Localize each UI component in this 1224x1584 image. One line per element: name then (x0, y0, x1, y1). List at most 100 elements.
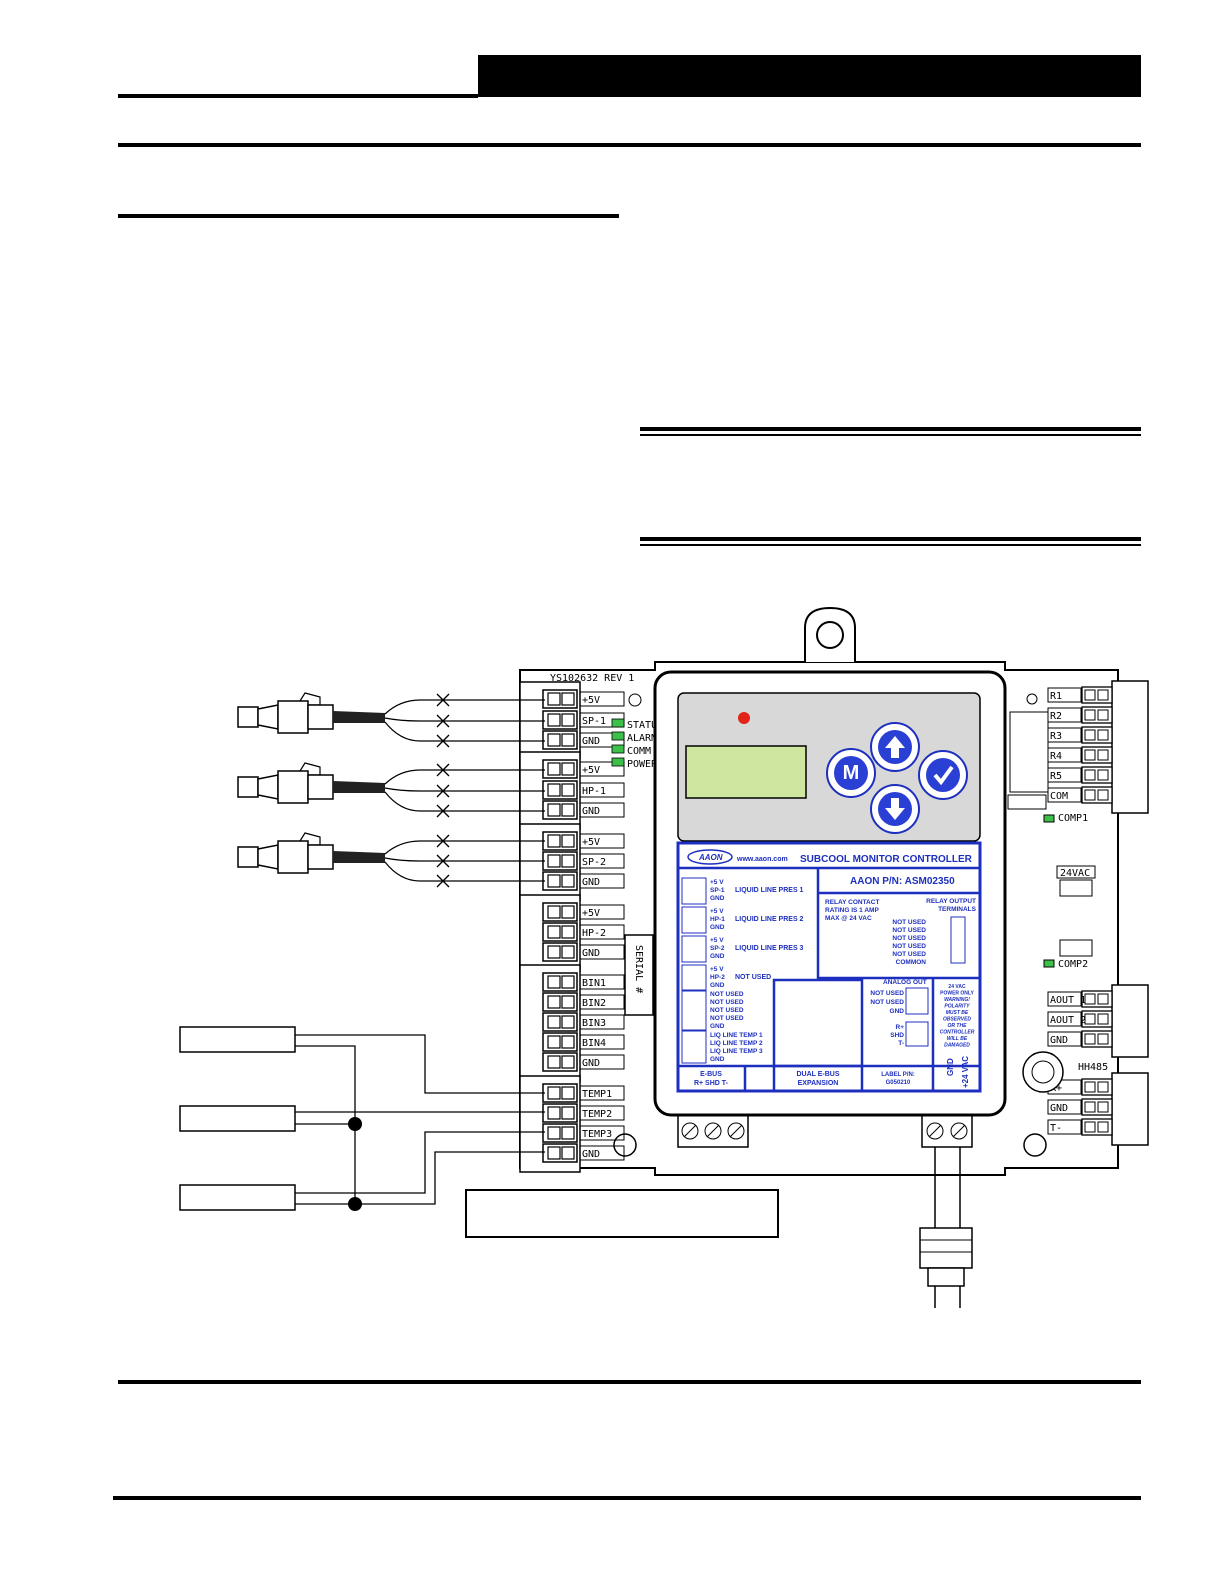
left-terminal-label: TEMP1 (582, 1089, 612, 1100)
relay-label: R2 (1050, 711, 1062, 722)
relay-label: R3 (1050, 731, 1062, 742)
input-pin-label: GND (710, 953, 725, 960)
temp-input-label: LIQ LINE TEMP 1 (710, 1032, 763, 1039)
temp-input-label: LIQ LINE TEMP 3 (710, 1048, 763, 1055)
input-pin-label: +5 V (710, 879, 724, 886)
input-pin-label: HP-2 (710, 974, 725, 981)
left-terminal-label: +5V (582, 908, 600, 919)
pressure-sensor-3 (237, 832, 545, 888)
pressure-sensors (237, 692, 545, 888)
rs485-label: T- (1050, 1123, 1062, 1134)
relay-contact-text: MAX @ 24 VAC (825, 915, 872, 922)
relay-contact-text: RATING IS 1 AMP (825, 907, 879, 914)
left-terminal-label: +5V (582, 765, 600, 776)
left-terminal-4 (542, 759, 578, 779)
note-box-bottom-rule-2 (640, 544, 1141, 546)
figure-bottom-rule (118, 1380, 1141, 1384)
temp-sensor-3 (179, 1184, 296, 1211)
controller-url: www.aaon.com (736, 856, 788, 863)
menu-button-label: M (834, 756, 868, 790)
binary-input-label: NOT USED (710, 991, 744, 998)
left-terminal-7 (542, 831, 578, 851)
relay-output-label: NOT USED (892, 943, 926, 950)
callout-box (465, 1189, 779, 1238)
left-terminal-21 (542, 1143, 578, 1163)
input-pin-label: HP-1 (710, 916, 725, 923)
led-label: COMM (627, 746, 651, 757)
power-cable (919, 1140, 973, 1308)
left-terminal-label: GND (582, 877, 600, 888)
left-terminal-label: HP-2 (582, 928, 606, 939)
relay-label: R5 (1050, 771, 1062, 782)
temp-input-label: GND (710, 1056, 725, 1063)
warning-text: WARNING! (944, 997, 970, 1003)
lcd-display (685, 745, 807, 799)
led-label: POWER (627, 759, 658, 770)
down-button[interactable] (870, 784, 920, 834)
analog-out-title: ANALOG OUT (883, 979, 927, 986)
hh485-label: HH485 (1078, 1062, 1108, 1073)
aout-label: AOUT 1 (1050, 995, 1086, 1006)
left-terminal-1 (542, 689, 578, 709)
cover-text: AAON www.aaon.com SUBCOOL MONITOR CONTROLL… (681, 853, 977, 1088)
dual-ebus-label-2: EXPANSION (798, 1080, 839, 1087)
warning-text: CONTROLLER (940, 1030, 975, 1036)
up-button[interactable] (870, 722, 920, 772)
subsection-rule (118, 214, 619, 218)
left-terminal-18 (542, 1083, 578, 1103)
analog-out-label: GND (890, 1008, 905, 1015)
input-pin-label: SP-2 (710, 945, 725, 952)
relay-output-label: NOT USED (892, 935, 926, 942)
left-terminal-label: BIN4 (582, 1038, 606, 1049)
rs485-pin-label: R+ (896, 1024, 905, 1031)
left-terminal-17 (542, 1052, 578, 1072)
down-arrow-icon (878, 792, 912, 826)
analog-out-label: NOT USED (870, 999, 904, 1006)
power-24vac-label: +24 VAC (961, 1056, 970, 1088)
dual-ebus-label: DUAL E-BUS (796, 1071, 839, 1078)
input-pin-label: SP-1 (710, 887, 725, 894)
left-terminal-label: GND (582, 806, 600, 817)
checkmark-icon (926, 758, 960, 792)
controller-cover (653, 670, 1007, 1117)
note-box-top-rule-2 (640, 434, 1141, 436)
left-terminal-6 (542, 800, 578, 820)
up-arrow-icon (878, 730, 912, 764)
left-terminal-label: BIN3 (582, 1018, 606, 1029)
rs485-pin-label: T- (898, 1040, 904, 1047)
controller-title: SUBCOOL MONITOR CONTROLLER (800, 854, 973, 865)
left-terminal-label: +5V (582, 695, 600, 706)
input-label: NOT USED (735, 974, 771, 981)
input-pin-label: +5 V (710, 966, 724, 973)
alarm-led (738, 712, 750, 724)
note-box-top-rule-1 (640, 427, 1141, 431)
left-terminal-20 (542, 1123, 578, 1143)
left-terminal-label: GND (582, 948, 600, 959)
relay-label: COM (1050, 791, 1068, 802)
comp1-label: COMP1 (1058, 813, 1088, 824)
input-pin-label: +5 V (710, 937, 724, 944)
header-bar (478, 55, 1141, 97)
left-terminal-12 (542, 942, 578, 962)
left-terminal-10 (542, 902, 578, 922)
aout-label: AOUT 2 (1050, 1015, 1086, 1026)
warning-text: POLARITY (944, 1004, 970, 1010)
binary-input-label: NOT USED (710, 999, 744, 1006)
left-terminal-13 (542, 972, 578, 992)
input-label: LIQUID LINE PRES 2 (735, 916, 804, 923)
analog-out-label: NOT USED (870, 990, 904, 997)
menu-button[interactable]: M (826, 748, 876, 798)
enter-button[interactable] (918, 750, 968, 800)
left-terminal-16 (542, 1032, 578, 1052)
left-terminal-14 (542, 992, 578, 1012)
comp2-label: COMP2 (1058, 959, 1088, 970)
warning-text: WILL BE (947, 1036, 968, 1042)
note-box-bottom-rule-1 (640, 537, 1141, 541)
warning-text: OBSERVED (943, 1017, 971, 1023)
pressure-sensor-2 (237, 762, 545, 818)
brand-logo: AAON (698, 853, 723, 862)
input-pin-label: GND (710, 982, 725, 989)
ebus-label: E-BUS (700, 1071, 722, 1078)
